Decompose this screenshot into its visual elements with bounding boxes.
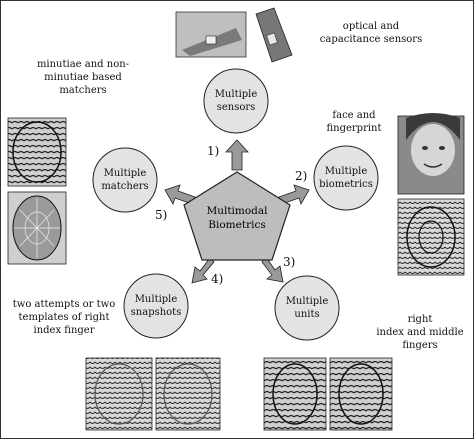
circle-multiple-sensors	[203, 68, 269, 134]
number-sensors: 1)	[207, 144, 219, 158]
caption-matchers-2: minutiae based	[44, 72, 122, 83]
caption-snapshots-1: two attempts or two	[13, 299, 116, 310]
matcher-fingerprint-images	[7, 117, 67, 265]
center-label-line1: Multimodal	[206, 205, 268, 217]
sensors-label-1: Multiple	[215, 89, 258, 100]
biometrics-label-1: Multiple	[325, 166, 368, 177]
circle-multiple-snapshots	[123, 273, 189, 339]
caption-snapshots-3: index finger	[34, 325, 95, 336]
caption-sensors-2: capacitance sensors	[320, 34, 422, 45]
caption-biometrics-1: face and	[332, 110, 376, 121]
caption-units-1: right	[408, 314, 433, 325]
face-and-fingerprint-images	[397, 113, 465, 276]
circle-multiple-matchers	[92, 147, 158, 213]
snapshots-label-2: snapshots	[131, 307, 182, 318]
caption-sensors-1: optical and	[343, 21, 400, 32]
unit-fingerprint-images	[263, 357, 393, 431]
units-label-2: units	[294, 309, 319, 320]
number-matchers: 5)	[155, 208, 167, 222]
caption-biometrics-2: fingerprint	[326, 123, 381, 134]
sensor-device-images	[175, 7, 293, 63]
center-pentagon	[183, 171, 291, 261]
number-snapshots: 4)	[211, 272, 223, 286]
arrow-units	[261, 256, 284, 283]
caption-matchers-1: minutiae and non-	[37, 59, 129, 70]
snapshot-fingerprint-images	[85, 357, 221, 431]
snapshots-label-1: Multiple	[135, 294, 178, 305]
caption-units-2: index and middle	[376, 327, 463, 338]
arrow-snapshots	[191, 257, 215, 284]
number-biometrics: 2)	[295, 169, 307, 183]
number-units: 3)	[283, 255, 295, 269]
arrow-sensors	[225, 139, 249, 171]
caption-matchers-3: matchers	[59, 85, 106, 96]
circle-multiple-units	[274, 275, 340, 341]
caption-units-3: fingers	[402, 340, 437, 351]
biometrics-label-2: biometrics	[319, 179, 373, 190]
caption-snapshots-2: templates of right	[19, 312, 110, 323]
units-label-1: Multiple	[286, 296, 329, 307]
matchers-label-2: matchers	[101, 181, 148, 192]
center-label-line2: Biometrics	[208, 219, 265, 231]
sensors-label-2: sensors	[217, 102, 256, 113]
matchers-label-1: Multiple	[104, 168, 147, 179]
circle-multiple-biometrics	[313, 145, 379, 211]
